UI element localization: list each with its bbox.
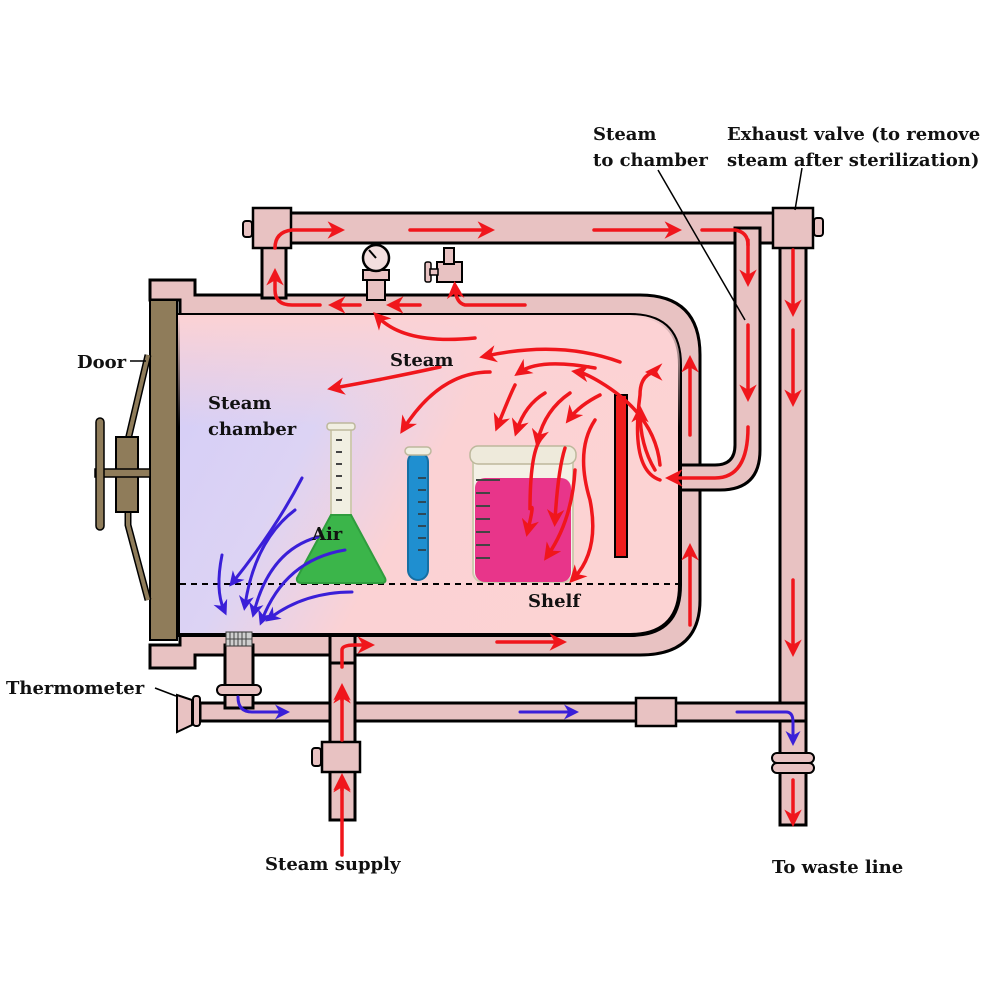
- leader-lines: [130, 167, 803, 697]
- door[interactable]: [94, 299, 178, 641]
- thermometer-icon: [176, 693, 193, 734]
- label-steam-chamber-2: chamber: [208, 419, 297, 440]
- steam-trap: [634, 696, 678, 728]
- exhaust-valve[interactable]: [771, 206, 815, 250]
- door-panel[interactable]: [149, 299, 178, 641]
- label-exhaust-valve-2: steam after sterilization): [727, 150, 979, 171]
- steam-to-chamber-pipe: [668, 226, 762, 492]
- label-thermometer: Thermometer: [6, 678, 145, 699]
- fittings: [176, 206, 824, 774]
- top-pipe: [260, 211, 784, 245]
- door-handwheel[interactable]: [95, 417, 105, 531]
- drain-collar: [216, 684, 262, 696]
- label-steam-chamber-1: Steam: [208, 393, 271, 414]
- heating-element: [614, 394, 628, 558]
- flask: [295, 422, 387, 584]
- steam-supply-valve[interactable]: [320, 740, 362, 774]
- label-shelf: Shelf: [528, 591, 581, 612]
- label-to-waste-line: To waste line: [772, 857, 903, 878]
- waste-coupling: [771, 752, 815, 764]
- label-steam-to-chamber-2: to chamber: [593, 150, 708, 171]
- air-flow-arrows: [213, 476, 801, 746]
- label-exhaust-valve-1: Exhaust valve (to remove: [727, 124, 980, 145]
- label-door: Door: [77, 352, 127, 373]
- label-steam-to-chamber-1: Steam: [593, 124, 656, 145]
- steam-flow-arrows: [266, 221, 802, 857]
- test-tube: [404, 446, 432, 581]
- drain-line: [198, 701, 808, 723]
- label-steam-supply: Steam supply: [265, 854, 401, 875]
- label-air: Air: [311, 524, 343, 545]
- exhaust-pipe: [778, 226, 808, 785]
- label-steam: Steam: [390, 350, 453, 371]
- left-top-valve[interactable]: [251, 206, 293, 250]
- door-axle: [94, 468, 151, 478]
